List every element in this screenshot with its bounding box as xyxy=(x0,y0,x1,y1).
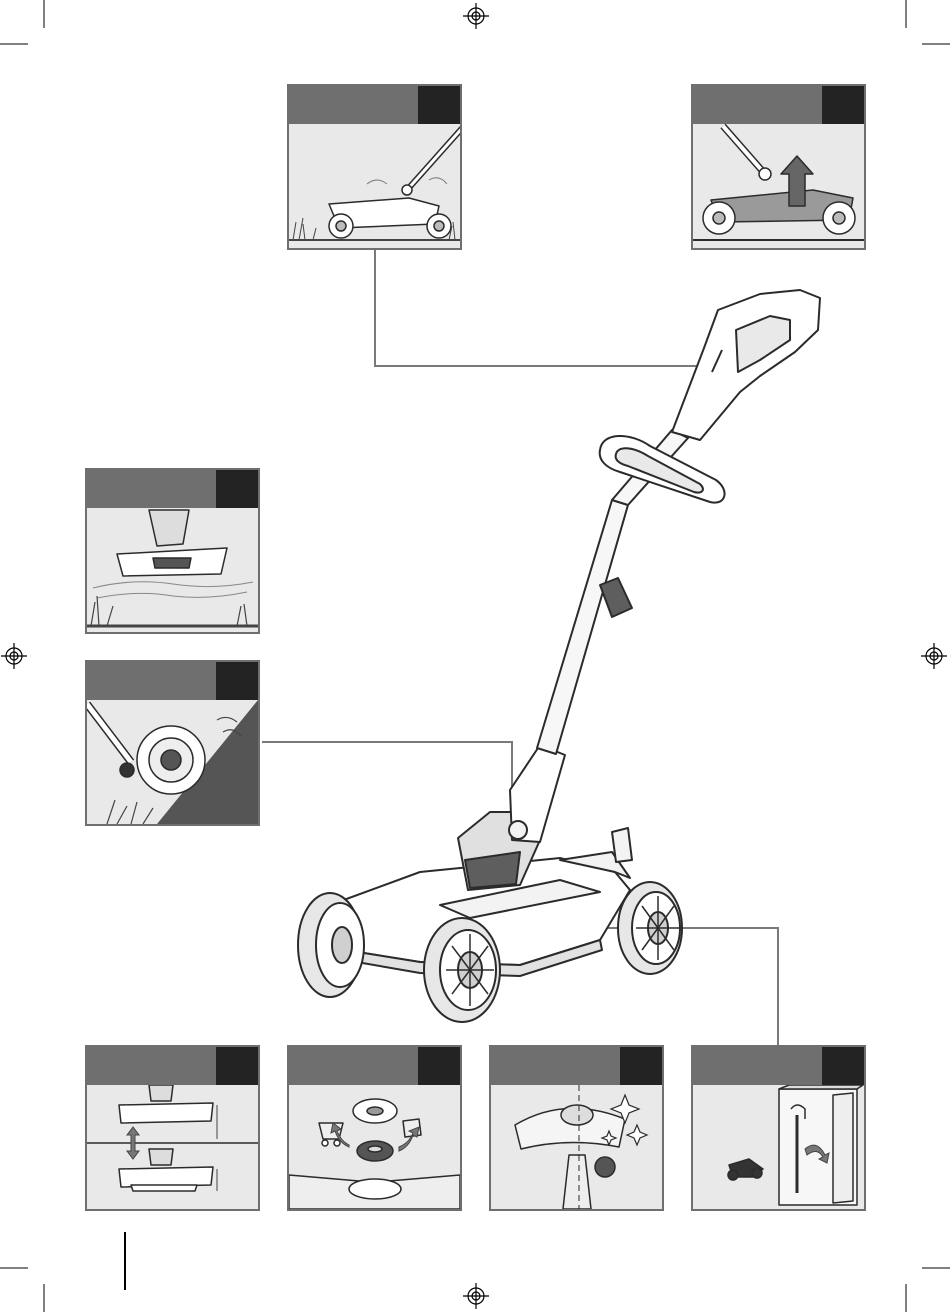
trimmer-clean-sparkle-icon xyxy=(491,1085,662,1209)
wheel-rear-right xyxy=(618,882,682,974)
wheel-front-right xyxy=(424,918,500,1022)
panel-number-tag xyxy=(418,1047,460,1085)
panel-spool-replacement xyxy=(287,1045,462,1211)
mower-lift-arrow-icon xyxy=(693,124,864,248)
storage-cabinet-icon xyxy=(693,1085,864,1209)
panel-number-tag xyxy=(822,86,864,124)
panel-trimming xyxy=(85,468,260,634)
panel-edging xyxy=(85,660,260,826)
panel-number-tag xyxy=(216,470,258,508)
panel-number-tag xyxy=(620,1047,662,1085)
panel-mowing xyxy=(287,84,462,250)
panel-lift-mower xyxy=(691,84,866,250)
spool-cart-icon xyxy=(289,1085,460,1209)
panel-number-tag xyxy=(216,662,258,700)
mower-mowing-icon xyxy=(289,124,460,248)
panel-number-tag xyxy=(216,1047,258,1085)
panel-storage xyxy=(691,1045,866,1211)
panel-cleaning xyxy=(489,1045,664,1211)
panel-height-adjust xyxy=(85,1045,260,1211)
trimmer-grass-icon xyxy=(87,508,258,632)
trimmer-height-arrow-icon xyxy=(87,1085,258,1209)
edger-wall-icon xyxy=(87,700,258,824)
panel-number-tag xyxy=(418,86,460,124)
panel-number-tag xyxy=(822,1047,864,1085)
